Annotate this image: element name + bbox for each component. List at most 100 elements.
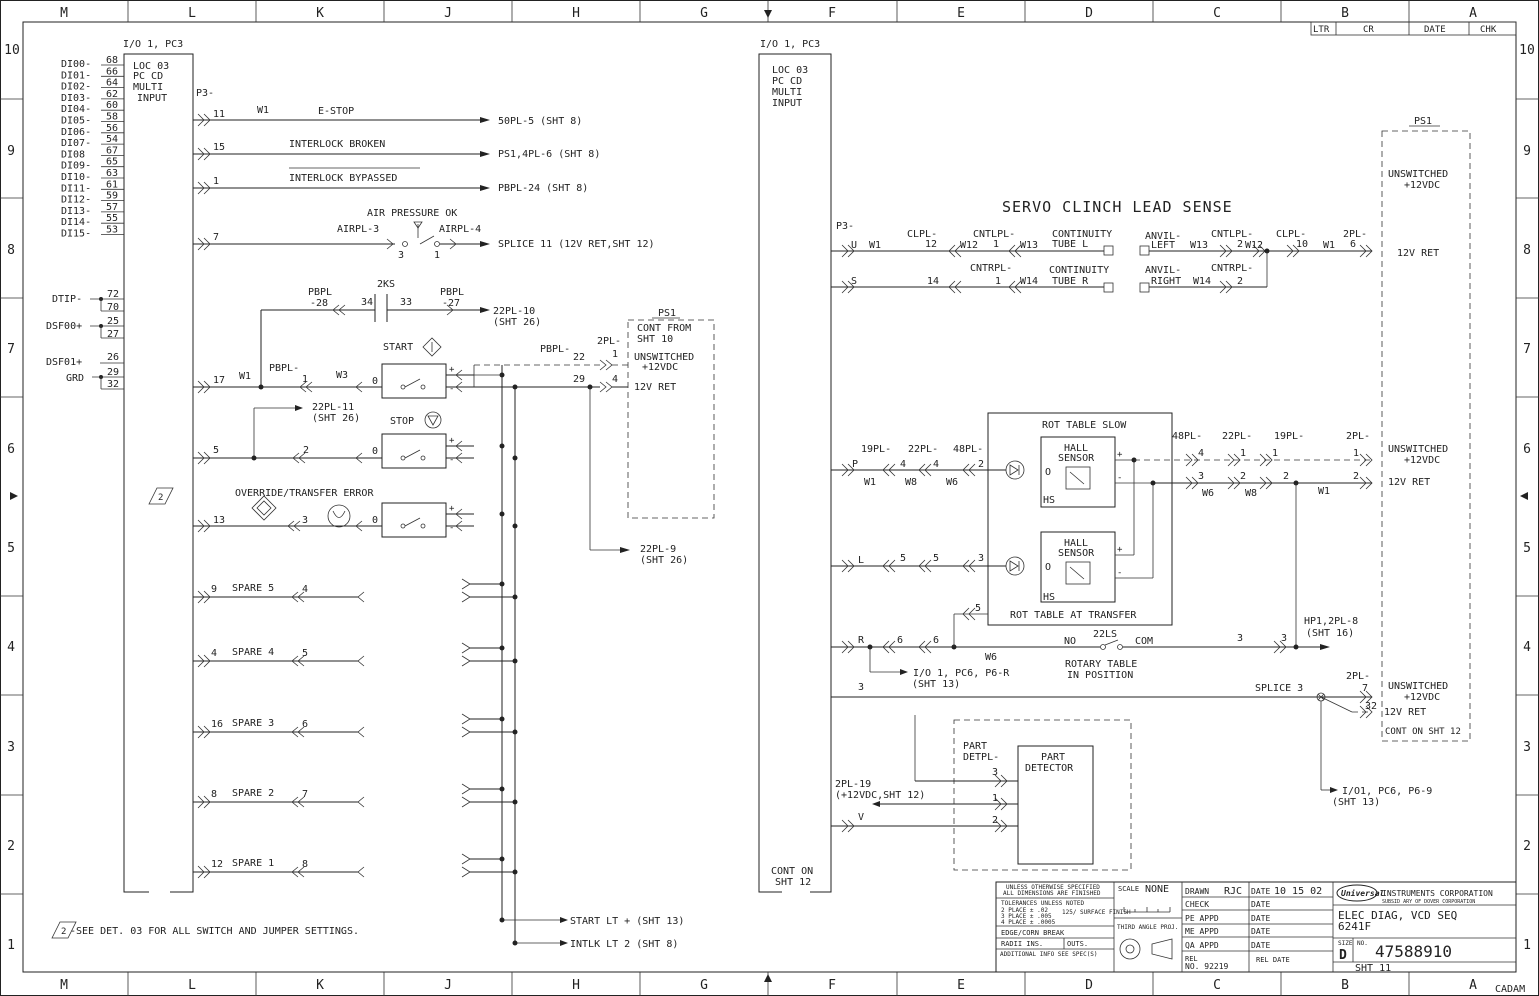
- row-label: 6: [1523, 442, 1531, 457]
- svg-text:+: +: [449, 504, 455, 514]
- air-right-conn: AIRPL-4: [439, 224, 481, 235]
- col-label: M: [60, 6, 68, 21]
- out-pin: 4: [1198, 448, 1204, 459]
- ref-label: 22PL-11: [312, 402, 354, 413]
- misc-pin-label: DSF01+: [46, 357, 82, 368]
- tb-tol: 4 PLACE ± .0005: [1001, 919, 1056, 926]
- right-board-line: MULTI: [772, 87, 802, 98]
- servo-tube: CONTINUITY: [1052, 229, 1112, 240]
- spare-name: SPARE 5: [232, 583, 274, 594]
- out-pin: 3: [1198, 471, 1204, 482]
- stop-pin: 5: [213, 445, 219, 456]
- right-board-title: I/O 1, PC3: [760, 39, 820, 50]
- row-label: 2: [7, 839, 15, 854]
- servo-s-tube2: TUBE R: [1052, 276, 1089, 287]
- di-pin-label: DI07-: [61, 138, 91, 149]
- signal-dest: 50PL-5 (SHT 8): [498, 116, 582, 127]
- tb-me: ME APPD: [1185, 927, 1219, 936]
- row-label: 4: [7, 640, 15, 655]
- tb-date: DATE: [1251, 927, 1270, 936]
- ref-label: 22PL-9: [640, 544, 676, 555]
- spare-pin: 4: [211, 648, 217, 659]
- rot-table: ROT TABLE SLOW ROT TABLE AT TRANSFER HAL…: [831, 412, 1373, 663]
- col-label: K: [316, 978, 324, 993]
- misc-pin-num: 26: [107, 352, 119, 363]
- right-board-line: PC CD: [772, 76, 802, 87]
- ps1-left: PS1 CONT FROM SHT 10 UNSWITCHED +12VDC 1…: [627, 308, 715, 519]
- servo-w1: W1: [869, 240, 881, 251]
- right-board-line: INPUT: [772, 98, 802, 109]
- ps1r-name: PS1: [1414, 116, 1432, 127]
- servo-u-pin: U: [851, 240, 857, 251]
- tb-date: DATE: [1251, 914, 1270, 923]
- partdet-conn: PART: [963, 741, 987, 752]
- di-pin-label: DI02-: [61, 82, 91, 93]
- partdet-pl: 2PL-19: [835, 779, 871, 790]
- di-pin-num: 53: [106, 225, 118, 236]
- col-label: B: [1341, 6, 1349, 21]
- tb-drawn-date: 10 15 02: [1274, 886, 1322, 897]
- row-label: 5: [7, 541, 15, 556]
- partdet-name: PART: [1041, 752, 1065, 763]
- out-pin: 2: [1240, 471, 1246, 482]
- servo-s-anvil2: RIGHT: [1151, 276, 1181, 287]
- 22ls-hp: HP1,2PL-8: [1304, 616, 1358, 627]
- splice3-pin: 3: [858, 682, 864, 693]
- ref-l2: (SHT 13): [1332, 797, 1380, 808]
- di-pin-label: DI15-: [61, 229, 91, 240]
- row-label: 1: [7, 938, 15, 953]
- ref-sht: (SHT 26): [312, 413, 360, 424]
- stop-zero: 0: [372, 446, 378, 457]
- di-pin-num: 57: [106, 202, 118, 213]
- out-pin: 1: [1353, 448, 1359, 459]
- servo-anvil: ANVIL-: [1145, 231, 1181, 242]
- note-badge: 2: [158, 493, 163, 503]
- di-pin-num: 55: [106, 213, 118, 224]
- spare-name: SPARE 3: [232, 718, 274, 729]
- ps1-cont: CONT FROM: [637, 323, 691, 334]
- di-pin-label: DI14-: [61, 217, 91, 228]
- footnote: 2 -SEE DET. 03 FOR ALL SWITCH AND JUMPER…: [51, 921, 359, 939]
- 22ls-l2: IN POSITION: [1067, 670, 1133, 681]
- tb-tol: TOLERANCES UNLESS NOTED: [1001, 900, 1084, 907]
- di-pin-label: DI04-: [61, 104, 91, 115]
- misc-pin-num: 29: [107, 367, 119, 378]
- servo-s-2: 2: [1237, 276, 1243, 287]
- row-label: 10: [1519, 43, 1535, 58]
- start-p29: 29: [573, 374, 585, 385]
- ref-l1: I/O1, PC6, P6-9: [1342, 786, 1432, 797]
- col-label: J: [444, 6, 452, 21]
- out-22pl: 22PL-: [1222, 431, 1252, 442]
- tb-edge: EDGE/CORN BREAK: [1001, 929, 1065, 937]
- tb-subsid: SUBSID ARY OF DOVER CORPORATION: [1382, 899, 1475, 905]
- servo-w13b: W13: [1190, 240, 1208, 251]
- row-label: 6: [7, 442, 15, 457]
- row-label: 9: [1523, 144, 1531, 159]
- 22ls-p3: 3: [1281, 633, 1287, 644]
- rev-ltr: LTR: [1313, 25, 1330, 35]
- servo-s-anvil: ANVIL-: [1145, 265, 1181, 276]
- left-io-board: I/O 1, PC3 LOC 03 PC CD MULTI INPUT P3- …: [123, 39, 214, 893]
- air-pressure-row: 7 AIR PRESSURE OK AIRPL-3 AIRPL-4 3 1 SP…: [193, 208, 655, 261]
- svg-text:-: -: [449, 523, 454, 533]
- spare-pin: 12: [211, 859, 223, 870]
- col-label: E: [957, 978, 965, 993]
- partdet-name2: DETECTOR: [1025, 763, 1074, 774]
- out-w1: W1: [1318, 486, 1330, 497]
- servo-cntlpl: CNTLPL-: [973, 229, 1015, 240]
- svg-text:-: -: [1117, 568, 1122, 578]
- rot-r-pin: R: [858, 635, 865, 646]
- partdet-p2: 2: [992, 815, 998, 826]
- rot-slow: ROT TABLE SLOW: [1042, 420, 1127, 431]
- rot-n5: 5: [933, 553, 939, 564]
- partdet-p1: 1: [992, 793, 998, 804]
- misc-pin-label: GRD: [66, 373, 84, 384]
- left-board-line: MULTI: [133, 82, 163, 93]
- servo-tube2: TUBE L: [1052, 239, 1088, 250]
- col-label: L: [188, 978, 196, 993]
- note-badge-shape: [148, 487, 174, 505]
- 22ls-name: 22LS: [1093, 629, 1117, 640]
- rot-w6: W6: [985, 652, 997, 663]
- di-pin-num: 66: [106, 66, 118, 77]
